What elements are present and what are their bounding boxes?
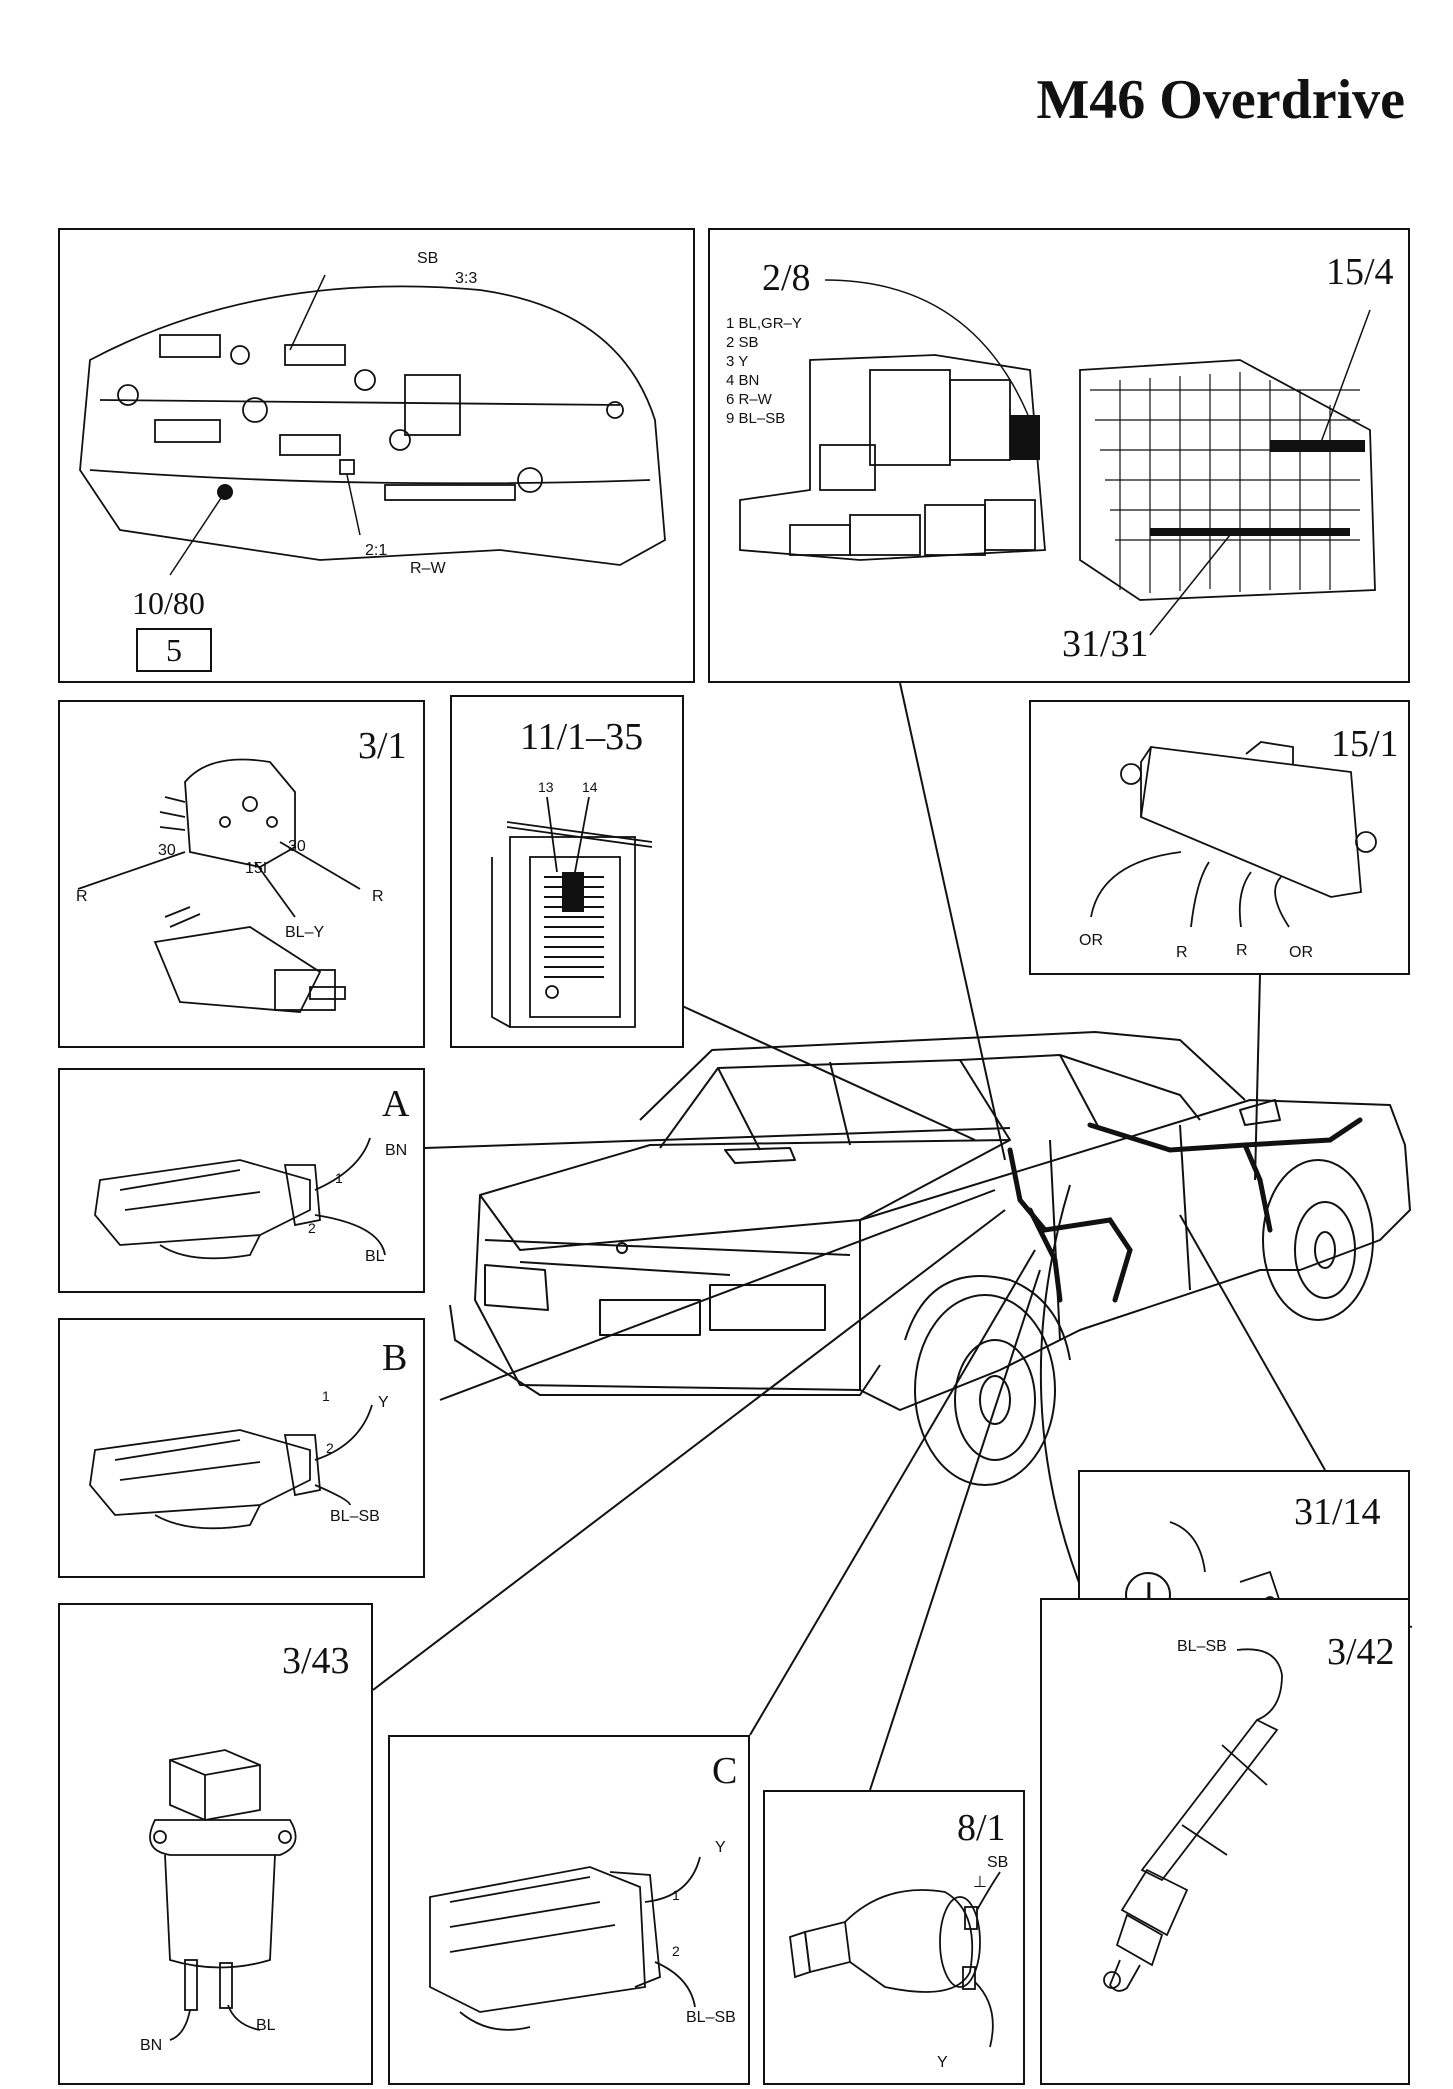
wire-bl-sb: BL–SB: [686, 2009, 736, 2026]
panel-ref-8-1: 8/1: [957, 1807, 1006, 1849]
wire-r-left: R: [76, 888, 88, 905]
panel-ref-2-8: 2/8: [762, 257, 811, 299]
wire-bl: BL: [256, 2017, 276, 2034]
panel-sender: 3/42 BL–SB: [1040, 1598, 1410, 2085]
wire-y: Y: [715, 1839, 726, 1856]
panel-ref-b: B: [382, 1337, 408, 1379]
leader-line-switch-343: [372, 1209, 1006, 1691]
wire-bn: BN: [140, 2037, 163, 2054]
panel-connector-b: B 1 Y 2 BL–SB: [58, 1318, 425, 1578]
wire-sb: SB: [987, 1854, 1009, 1871]
pin-1: 1: [322, 1388, 330, 1404]
wire-bl-sb: BL–SB: [330, 1508, 380, 1525]
ground-symbol: ⊥: [973, 1874, 987, 1891]
label-sb: SB: [417, 250, 439, 267]
leader-line-ground: [1179, 1214, 1326, 1471]
pin-list-item: 1 BL,GR–Y: [726, 315, 802, 332]
connector-a-illustration: [94, 1137, 386, 1260]
panel-fuse-box: 11/1–35 13 14: [450, 695, 684, 1048]
control-unit-illustration: [1090, 741, 1377, 928]
panel-ref-3-42: 3/42: [1327, 1631, 1395, 1673]
wire-bl-y: BL–Y: [285, 924, 325, 941]
leader-line-conn-c: [749, 1249, 1036, 1736]
fuse-box-illustration: [491, 796, 653, 1028]
wire-r-right: R: [1236, 942, 1248, 959]
label-r-w: R–W: [410, 560, 446, 577]
pin-list-item: 2 SB: [726, 334, 759, 351]
panel-switch-3-43: 3/43 BN BL: [58, 1603, 373, 2085]
leader-line-solenoid: [869, 1269, 1041, 1791]
panel-solenoid: 8/1 SB ⊥ Y: [763, 1790, 1025, 2085]
panel-instrument-cluster: SB 3:3 2:1 R–W 10/80 5: [58, 228, 695, 683]
panel-ref-31-31: 31/31: [1062, 623, 1149, 665]
ref-box-5: 5: [136, 628, 212, 672]
fuse-13: 13: [538, 779, 554, 795]
fuse-14: 14: [582, 779, 598, 795]
panel-ref-a: A: [382, 1083, 410, 1125]
pin-2: 2: [308, 1220, 316, 1236]
panel-ref-11-1-35: 11/1–35: [520, 716, 644, 758]
sender-illustration: [1103, 1648, 1283, 1992]
wire-r-left: R: [1176, 944, 1188, 961]
panel-relays: 2/8 15/4 31/31 1 BL,GR–Y 2 SB 3 Y 4 BN 6…: [708, 228, 1410, 683]
wire-or-right: OR: [1289, 944, 1313, 961]
panel-connector-c: C Y 1 2 BL–SB: [388, 1735, 750, 2085]
label-pin-3-3: 3:3: [455, 270, 478, 287]
panel-ref-15-4: 15/4: [1326, 251, 1394, 293]
ignition-switch-illustration: [77, 758, 361, 1013]
panel-ref-31-14: 31/14: [1294, 1491, 1381, 1533]
pin-list-item: 3 Y: [726, 353, 749, 370]
terminal-15i: 15I: [245, 860, 268, 877]
label-pin-2-1: 2:1: [365, 542, 388, 559]
pin-2: 2: [326, 1440, 334, 1456]
pin-1: 1: [335, 1170, 343, 1186]
wire-y: Y: [378, 1394, 389, 1411]
leader-line-conn-a: [424, 1127, 1011, 1149]
solenoid-illustration: [789, 1871, 1001, 2048]
pin-2: 2: [672, 1943, 680, 1959]
wire-r-right: R: [372, 888, 384, 905]
panel-ref-15-1: 15/1: [1331, 723, 1399, 765]
connector-c-illustration: [429, 1856, 701, 2031]
panel-ref-10-80: 10/80: [132, 585, 205, 621]
wire-y: Y: [937, 2054, 948, 2071]
panel-ref-c: C: [712, 1750, 738, 1792]
wire-bn: BN: [385, 1142, 408, 1159]
instrument-cluster-illustration: [79, 274, 666, 576]
wire-or-left: OR: [1079, 932, 1103, 949]
panel-control-unit: 15/1 OR R R OR: [1029, 700, 1410, 975]
leader-line-relays: [899, 682, 1006, 1161]
leader-line-conn-b: [439, 1189, 996, 1401]
pin-list-item: 9 BL–SB: [726, 410, 786, 427]
switch-3-43-illustration: [149, 1749, 297, 2041]
wire-bl: BL: [365, 1248, 385, 1265]
pin-list-item: 6 R–W: [726, 391, 772, 408]
pin-list-item: 4 BN: [726, 372, 760, 389]
page-title: M46 Overdrive: [1036, 69, 1405, 131]
terminal-30-left: 30: [158, 842, 176, 859]
connector-b-illustration: [89, 1404, 373, 1530]
panel-ref-3-1: 3/1: [358, 725, 407, 767]
pin-1: 1: [672, 1887, 680, 1903]
terminal-30-right: 30: [288, 838, 306, 855]
panel-ignition-switch: 3/1 30 30 15I R R BL–Y: [58, 700, 425, 1048]
panel-connector-a: A BN 1 2 BL: [58, 1068, 425, 1293]
leader-line-fusebox: [679, 1004, 976, 1141]
relay-box-illustration: [739, 279, 1376, 636]
pin-list: 1 BL,GR–Y 2 SB 3 Y 4 BN 6 R–W 9 BL–SB: [726, 314, 802, 428]
wire-bl-sb: BL–SB: [1177, 1638, 1227, 1655]
panel-ref-3-43: 3/43: [282, 1640, 350, 1682]
